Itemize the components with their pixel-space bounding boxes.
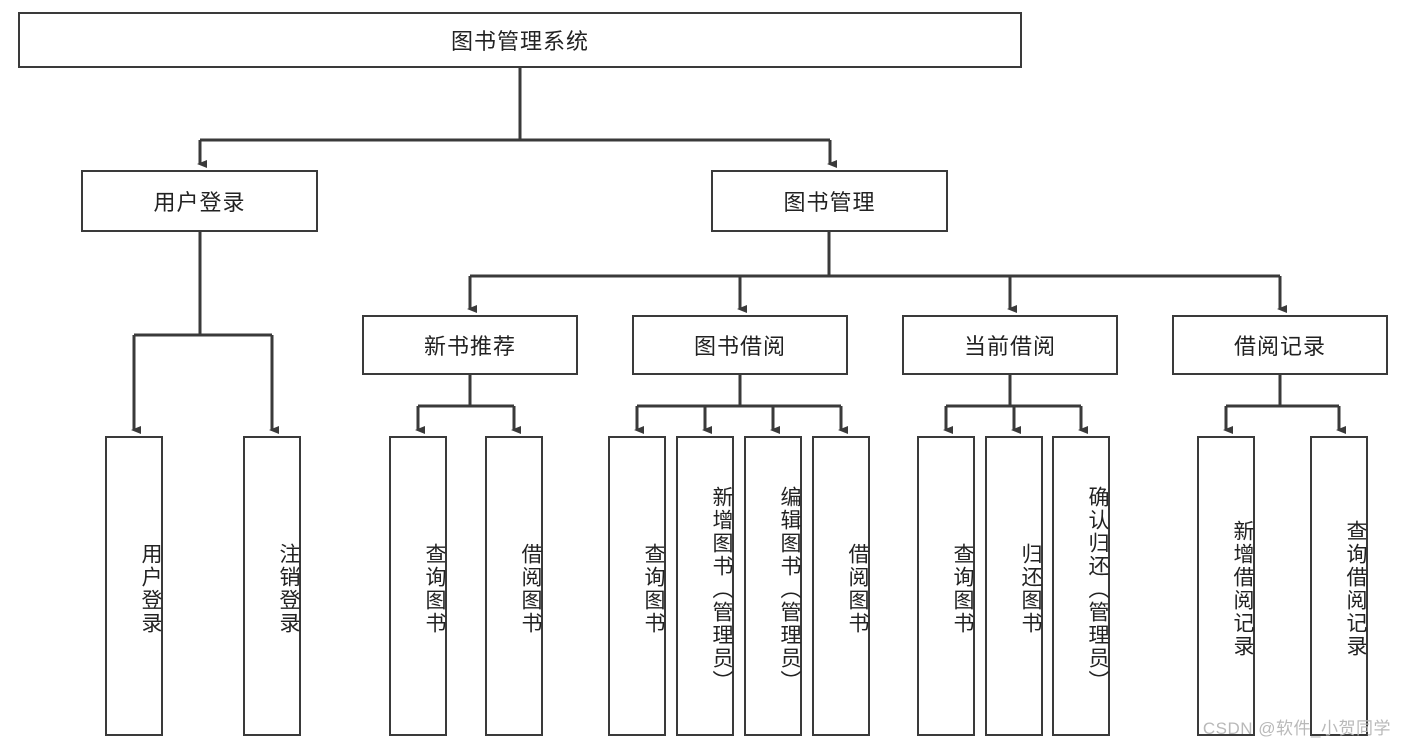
node-root-label: 图书管理系统 [450,29,589,54]
node-current-borrow-label: 当前借阅 [963,334,1056,359]
leaf-query-book-1-label: 查询图书 [423,543,446,635]
node-current-borrow[interactable]: 当前借阅 [902,315,1118,375]
leaf-borrow-book-1[interactable]: 借阅图书 [485,436,543,736]
node-borrow-record-label: 借阅记录 [1233,334,1326,359]
leaf-borrow-book-2[interactable]: 借阅图书 [812,436,870,736]
edge-bookmgmt-to-level3 [467,232,1287,313]
node-new-book-recommend[interactable]: 新书推荐 [362,315,578,375]
leaf-add-borrow-record[interactable]: 新增借阅记录 [1197,436,1255,736]
leaf-user-login-label: 用户登录 [139,543,162,635]
edge-newbook-to-leaves [415,375,521,434]
leaf-add-borrow-record-label: 新增借阅记录 [1231,520,1254,658]
edge-userlogin-to-leaves [131,232,279,434]
edge-currentborrow-to-leaves [943,375,1088,434]
leaf-confirm-return-label: 确认归还（管理员） [1086,485,1109,693]
leaf-add-book-label: 新增图书（管理员） [710,485,733,693]
node-new-book-recommend-label: 新书推荐 [423,334,516,359]
node-root[interactable]: 图书管理系统 [18,12,1022,68]
leaf-user-login[interactable]: 用户登录 [105,436,163,736]
leaf-confirm-return[interactable]: 确认归还（管理员） [1052,436,1110,736]
leaf-query-borrow-record-label: 查询借阅记录 [1344,520,1367,658]
leaf-query-book-2-label: 查询图书 [642,543,665,635]
leaf-edit-book-label: 编辑图书（管理员） [778,485,801,693]
leaf-query-book-3[interactable]: 查询图书 [917,436,975,736]
node-user-login[interactable]: 用户登录 [81,170,318,232]
leaf-return-book-label: 归还图书 [1019,543,1042,635]
node-book-borrow[interactable]: 图书借阅 [632,315,848,375]
leaf-query-borrow-record[interactable]: 查询借阅记录 [1310,436,1368,736]
node-book-borrow-label: 图书借阅 [693,334,786,359]
leaf-user-logout[interactable]: 注销登录 [243,436,301,736]
leaf-query-book-1[interactable]: 查询图书 [389,436,447,736]
node-user-login-label: 用户登录 [153,190,246,215]
leaf-edit-book[interactable]: 编辑图书（管理员） [744,436,802,736]
leaf-query-book-3-label: 查询图书 [951,543,974,635]
leaf-borrow-book-1-label: 借阅图书 [519,543,542,635]
leaf-borrow-book-2-label: 借阅图书 [846,543,869,635]
node-book-management-label: 图书管理 [783,190,876,215]
node-borrow-record[interactable]: 借阅记录 [1172,315,1388,375]
leaf-user-logout-label: 注销登录 [277,543,300,635]
node-book-management[interactable]: 图书管理 [711,170,948,232]
leaf-query-book-2[interactable]: 查询图书 [608,436,666,736]
edge-bookborrow-to-leaves [634,375,848,434]
edge-borrowrecord-to-leaves [1223,375,1346,434]
edge-root-to-level2 [197,68,837,168]
leaf-add-book[interactable]: 新增图书（管理员） [676,436,734,736]
leaf-return-book[interactable]: 归还图书 [985,436,1043,736]
